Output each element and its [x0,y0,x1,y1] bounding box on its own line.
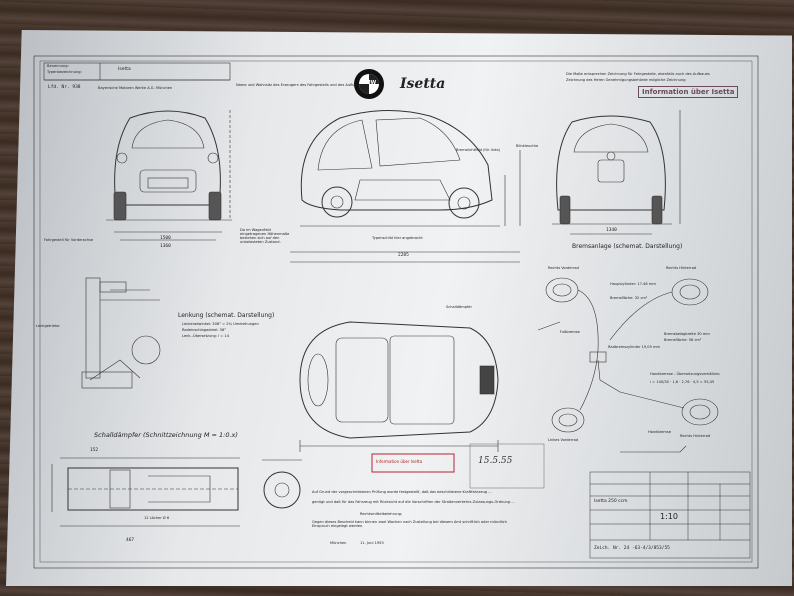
front-view-drawing [106,110,232,241]
brake-spec-6: Bremsfläche: 56 cm² [664,338,702,342]
blueprint-sheet [6,30,792,586]
label-fussbremse: Fußbremse [560,330,580,334]
logo-text: BMW [361,80,377,86]
header-label-1: Benennung: [47,64,69,68]
title-block-name: Isetta 250 ccm [594,499,628,504]
label-lenkgetriebe: Lenkgetriebe [36,324,60,328]
label-handbremse: Handbremse [648,430,671,434]
label-rechts-hinterrad: Rechts Hinterrad [666,266,697,270]
header-label-2: Typenbezeichnung: [47,70,82,74]
brake-title: Bremsanlage (schemat. Darstellung) [572,243,683,250]
drawing-frame-outer [33,55,759,569]
label-typenschild: Typenschild hier angebracht [372,236,423,240]
body-text-2: genügt und daß für das Fahrzeug mit Rück… [312,500,515,504]
brake-spec-2: Radbremszylinder 19,05 mm [608,345,660,349]
signature-date: 11. Juni 1955 [360,541,384,545]
brake-spec-1: Hauptzylinder: 17.46 mm [610,282,656,286]
label-federweg: Fahrgestell für Vorderachse [44,238,94,242]
company-name: Bayerische Motoren Werke A.G. München [98,86,173,90]
handwritten-date: 15.5.55 [478,456,513,466]
dim-467: 467 [126,538,135,543]
drawing-number: Zeich. Nr. 24 ·63·4/3/853/55 [594,546,670,551]
hand-formula: i = 140/35 · 1,6 · 2,76 · 4,5 = 55,45 [650,380,715,384]
label-schalldaempfer: Schalldämpfer [446,305,472,309]
schall-title: Schalldämpfer (Schnittzeichnung M = 1:0.… [94,431,238,439]
notes-top-right-1: Die Maße entsprechen Zeichnung für Fahrg… [566,72,710,76]
dim-holes: 12 Löcher Ø 6 [144,516,170,520]
notes-top-right-2: Zeichnung des Heren Genehmigungsbehörde … [566,78,686,82]
brake-schematic [537,277,719,453]
muffler-drawing [51,457,302,527]
dim-2285: 2285 [398,253,409,258]
top-view-drawing [299,321,499,452]
steering-schematic [81,277,161,389]
label-blinkleuchte: Blinkleuchte [516,144,539,148]
rear-view-drawing [552,110,681,235]
lenkung-spec-1: Lenkeradwinkel: 308° = 2¾ Umdrehungen [182,322,259,326]
label-rechts-vorderrad: Rechts Vorderrad [548,266,579,270]
header-value: Isetta [118,67,131,72]
red-stamp-text: Information über Isetta [376,459,423,464]
lenkung-spec-2: Radeinschlagwinkel: 58° [182,328,227,332]
info-stamp: Information über Isetta [638,86,739,98]
drawing-frame-inner [39,60,753,563]
body-text-3: Gegen dieses Bescheid kann binnen zwei W… [312,520,507,528]
hand-spec: Handbremse - Übersetzungsverhältnis: [650,372,721,376]
dim-1340: 1340 [606,228,617,233]
lenkung-title: Lenkung (schemat. Darstellung) [178,312,275,319]
brake-spec-5: Bremsbelagbreite 30 mm [664,332,710,336]
body-text-1: Auf Grund der vorgeschriebenen Prüfung w… [312,490,492,494]
dim-152: 152 [90,448,99,453]
title-block [589,471,751,559]
lenkung-spec-3: Lenk.-Übersetzung: i = 14 [182,334,229,338]
title-block-scale: 1:10 [660,512,678,521]
label-links-vorderrad: Linkes Vorderrad [548,438,579,442]
side-view-drawing [290,110,521,263]
notes-top-center: Name und Wohnsitz des Erzeugers des Fahr… [236,83,363,87]
brake-spec-4: Bremsfläche: 32 cm² [610,296,648,300]
label-bremslicht: Bremslichtfeld (für links) [456,148,501,152]
label-height-note: Da im Wagenfeld eingetragenen Höhenmaße … [240,228,290,244]
red-stamp-frame [371,453,455,473]
signature-place: München [330,541,347,545]
label-rechts-hinterrad-2: Rechts Hinterrad [680,434,711,438]
bmw-logo [354,69,384,99]
title-script: Isetta [400,76,446,92]
dim-1360: 1360 [160,244,171,249]
rechtsbehelf: Rechtsmittelbelehrung: [360,512,403,516]
dim-1500: 1500 [160,236,171,241]
drawing-ref: Lfd. Nr. 938 [48,85,81,90]
